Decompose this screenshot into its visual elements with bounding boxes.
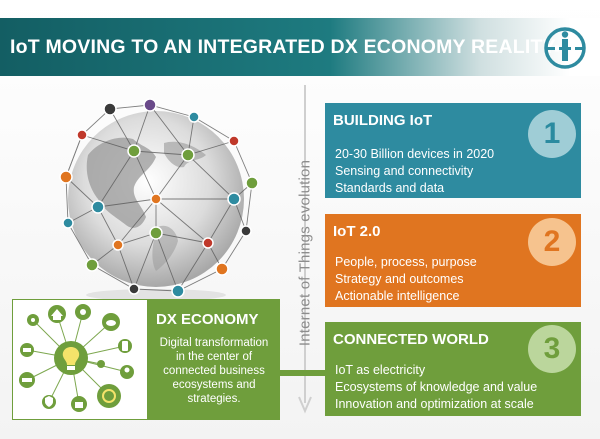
dx-description: Digital transformation in the center of … bbox=[148, 336, 280, 406]
dx-line: in the center of bbox=[175, 351, 253, 363]
dx-line: strategies. bbox=[187, 393, 241, 405]
dx-icon-panel bbox=[12, 299, 148, 420]
i-scope-logo-icon bbox=[544, 27, 586, 69]
stage-lines: IoT as electricity Ecosystems of knowled… bbox=[335, 362, 537, 413]
dx-economy-card: DX ECONOMY Digital transformation in the… bbox=[148, 299, 280, 420]
stage-lines: People, process, purpose Strategy and ou… bbox=[335, 254, 477, 305]
stage-line: Ecosystems of knowledge and value bbox=[335, 380, 538, 394]
stage-title: IoT 2.0 bbox=[333, 223, 381, 240]
cloud-icon bbox=[102, 313, 120, 331]
stage-line: Standards and data bbox=[335, 181, 445, 195]
lock-icon bbox=[71, 396, 87, 412]
network-globe-icon bbox=[59, 98, 259, 300]
evolution-label: Internet of Things evolution bbox=[296, 159, 314, 347]
connector-line bbox=[280, 370, 326, 376]
header-bar: IoT MOVING TO AN INTEGRATED DX ECONOMY R… bbox=[0, 18, 600, 76]
truck-icon bbox=[20, 343, 34, 357]
stage-number-badge: 2 bbox=[528, 218, 576, 266]
stage-line: Sensing and connectivity bbox=[335, 164, 474, 178]
stage-lines: 20-30 Billion devices in 2020 Sensing an… bbox=[335, 146, 494, 197]
page-title: IoT MOVING TO AN INTEGRATED DX ECONOMY R… bbox=[10, 36, 556, 58]
dx-title: DX ECONOMY bbox=[156, 311, 259, 328]
gear-icon bbox=[75, 304, 91, 320]
house-icon bbox=[48, 305, 66, 323]
stage-line: People, process, purpose bbox=[335, 255, 477, 269]
stage-line: Strategy and outcomes bbox=[335, 272, 464, 286]
shield-icon bbox=[42, 395, 56, 409]
stage-number-badge: 3 bbox=[528, 325, 576, 373]
dx-line: Digital transformation bbox=[159, 337, 269, 349]
dx-line: ecosystems and bbox=[172, 379, 256, 391]
dx-icon-cluster bbox=[19, 304, 134, 412]
phone-icon bbox=[118, 339, 132, 353]
stage-line: Innovation and optimization at scale bbox=[335, 397, 534, 411]
evolution-arrow-icon bbox=[298, 85, 312, 414]
person-icon bbox=[120, 365, 134, 379]
stage-line: IoT as electricity bbox=[335, 363, 426, 377]
stage-number-badge: 1 bbox=[528, 110, 576, 158]
stage-title: CONNECTED WORLD bbox=[333, 331, 489, 348]
stage-line: Actionable intelligence bbox=[335, 289, 460, 303]
dx-line: connected business bbox=[163, 365, 265, 377]
stage-line: 20-30 Billion devices in 2020 bbox=[335, 147, 495, 161]
lightbulb-icon bbox=[54, 341, 88, 375]
network-nodes bbox=[59, 98, 259, 298]
network-icon bbox=[97, 360, 105, 368]
car-icon bbox=[19, 372, 35, 388]
globe-icon bbox=[97, 384, 121, 408]
heart-icon bbox=[27, 314, 39, 326]
stage-title: BUILDING IoT bbox=[333, 112, 433, 129]
